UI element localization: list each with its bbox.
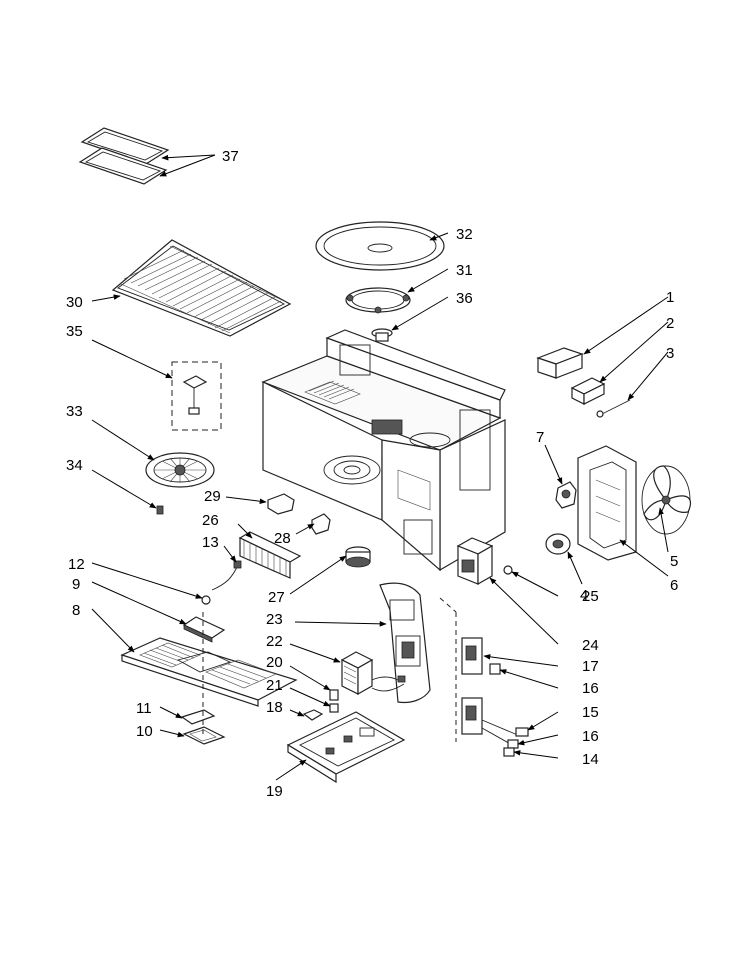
part-5-fan-blade — [641, 465, 692, 535]
part-17-switch-bracket — [461, 637, 483, 675]
label-11: 11 — [136, 700, 152, 717]
label-16-lower: 16 — [582, 728, 599, 745]
label-30: 30 — [66, 294, 83, 311]
part-13-lamp-wire — [211, 560, 242, 591]
part-22-transformer — [340, 651, 406, 696]
part-37-filters — [78, 127, 170, 185]
part-2-capacitor — [570, 377, 606, 405]
part-18-thermal-cutout — [302, 709, 324, 721]
main-cavity — [261, 329, 506, 572]
label-14: 14 — [582, 751, 599, 768]
part-24-magnetron — [456, 537, 494, 586]
label-28: 28 — [274, 530, 291, 547]
label-20: 20 — [266, 654, 283, 671]
part-31-roller-ring — [345, 287, 411, 314]
label-32: 32 — [456, 226, 473, 243]
label-7: 7 — [536, 429, 544, 446]
label-27: 27 — [268, 589, 285, 606]
part-36-coupler — [371, 328, 393, 342]
part-14-switch — [503, 747, 515, 757]
part-29-bracket — [267, 493, 295, 515]
label-26: 26 — [202, 512, 219, 529]
callout-labels: 1 2 3 4 5 6 7 8 9 10 11 12 13 14 15 16 1… — [66, 148, 678, 800]
label-10: 10 — [136, 723, 153, 740]
label-33: 33 — [66, 403, 83, 420]
part-19-board-tray — [286, 711, 406, 784]
label-22: 22 — [266, 633, 283, 650]
label-1: 1 — [666, 289, 674, 306]
part-6-fan-housing — [577, 445, 637, 561]
label-36: 36 — [456, 290, 473, 307]
part-1-bracket — [536, 347, 584, 379]
part-35-drive-shaft-box — [171, 361, 222, 431]
label-2: 2 — [666, 315, 674, 332]
label-13: 13 — [202, 534, 219, 551]
part-23-control-frame — [379, 582, 431, 704]
label-17: 17 — [582, 658, 599, 675]
part-11-lens — [180, 709, 216, 725]
label-5: 5 — [670, 553, 678, 570]
part-4-motor — [545, 533, 571, 555]
label-12: 12 — [68, 556, 85, 573]
part-27-turntable-motor — [345, 546, 371, 568]
part-32-glass-tray — [315, 221, 445, 271]
label-24: 24 — [582, 637, 599, 654]
part-25-screw — [503, 565, 513, 575]
part-16-switch-upper — [489, 663, 501, 675]
label-35: 35 — [66, 323, 83, 340]
part-26-grille — [238, 531, 302, 579]
label-16-upper: 16 — [582, 680, 599, 697]
label-3: 3 — [666, 345, 674, 362]
part-16-switch-lower — [507, 739, 519, 749]
leader-lines — [91, 154, 669, 781]
label-37: 37 — [222, 148, 239, 165]
label-31: 31 — [456, 262, 473, 279]
part-7-fan-motor — [555, 481, 577, 509]
part-34-screw — [156, 505, 164, 515]
label-23: 23 — [266, 611, 283, 628]
part-lower-switch-bracket — [461, 697, 521, 747]
part-15-switch — [515, 727, 529, 737]
part-9-vent-bracket — [182, 616, 226, 643]
label-15: 15 — [582, 704, 599, 721]
label-21: 21 — [266, 677, 283, 694]
label-6: 6 — [670, 577, 678, 594]
part-30-rack — [111, 239, 292, 337]
label-9: 9 — [72, 576, 80, 593]
part-21-fuse-holder — [329, 703, 339, 713]
label-4: 4 — [580, 587, 588, 604]
part-3-diode — [596, 399, 631, 418]
part-28-clip — [311, 513, 331, 535]
label-19: 19 — [266, 783, 283, 800]
part-20-fuse — [329, 689, 339, 701]
label-25: 25 — [582, 588, 599, 605]
label-29: 29 — [204, 488, 221, 505]
label-8: 8 — [72, 602, 80, 619]
part-33-stirrer — [145, 452, 215, 488]
label-18: 18 — [266, 699, 283, 716]
part-10-lamp-cover — [182, 726, 226, 745]
part-8-bottom-panel — [120, 637, 298, 707]
label-34: 34 — [66, 457, 83, 474]
part-12-bulb — [201, 595, 211, 605]
